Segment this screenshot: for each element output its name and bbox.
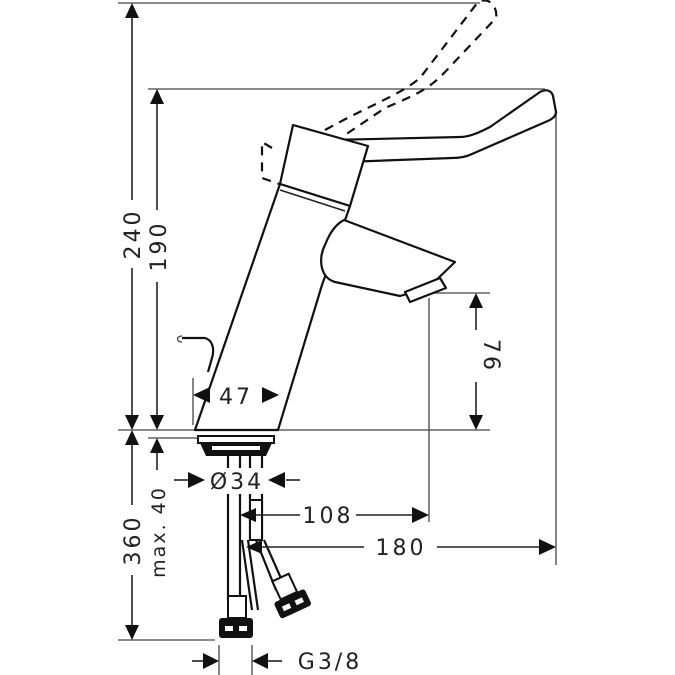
label-108: 108 <box>303 504 354 529</box>
faucet-column <box>193 182 352 432</box>
dimension-g3-8: G3/8 <box>192 650 362 675</box>
label-190: 190 <box>147 221 172 272</box>
label-g3-8: G3/8 <box>298 650 362 675</box>
lever-handle <box>328 89 558 164</box>
hose-nut-left <box>219 618 253 638</box>
lever-alt-dashed-left <box>260 140 283 187</box>
label-diameter-34: Ø34 <box>210 470 264 495</box>
dimension-190: 190 <box>147 89 172 430</box>
label-47: 47 <box>219 385 253 410</box>
dimension-47: 47 <box>193 382 279 410</box>
label-76: 76 <box>478 339 503 373</box>
dimension-240: 240 <box>121 3 146 430</box>
label-max-40: max. 40 <box>148 486 170 578</box>
label-360: 360 <box>121 515 146 566</box>
dimension-180: 180 <box>246 536 556 561</box>
dimension-360: 360 <box>121 430 146 640</box>
base-ring <box>197 435 275 444</box>
aerator <box>403 276 448 304</box>
label-180: 180 <box>376 536 427 561</box>
popup-rod <box>182 336 215 373</box>
lever-alt-dashed <box>324 0 498 136</box>
hose-nut-right <box>274 589 311 619</box>
label-240: 240 <box>121 209 146 260</box>
dimension-diameter-34: Ø34 <box>174 468 300 495</box>
cap-seam <box>279 189 346 212</box>
supply-hoses <box>219 456 311 638</box>
dimension-max-40: max. 40 <box>148 438 170 578</box>
dimension-108: 108 <box>240 504 429 529</box>
dimension-76: 76 <box>469 293 503 430</box>
spout <box>320 218 457 298</box>
faucet-drawing <box>176 0 558 638</box>
